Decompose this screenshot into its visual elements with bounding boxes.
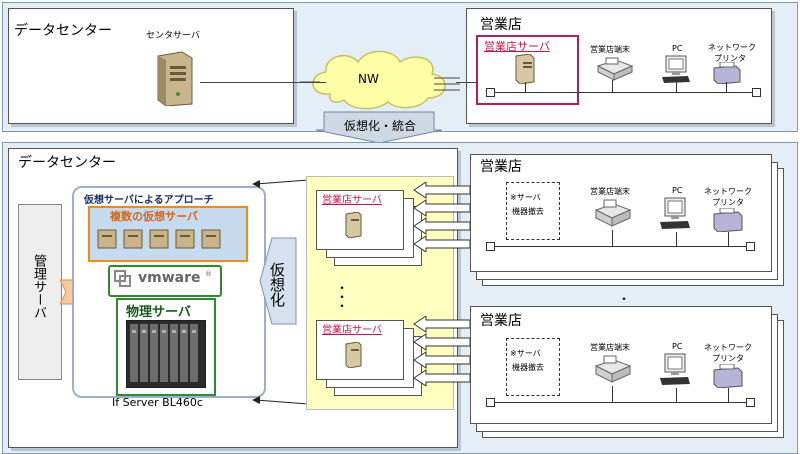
- top-lan-end-right: [752, 88, 761, 97]
- mgmt-server-box: [18, 204, 62, 380]
- branch-server-label: 営業店サーバ: [484, 40, 550, 53]
- branch1-terminal-icon: [594, 199, 632, 227]
- top-lan-end-left: [486, 88, 495, 97]
- connector-arrows: [252, 179, 309, 405]
- top-terminal-label: 営業店端末: [590, 45, 630, 54]
- branch2-lan-drop: [676, 388, 677, 402]
- branch1-removed-box: [506, 182, 560, 240]
- virtual-server-icons: [97, 229, 221, 249]
- transition-label: 仮想化・統合: [344, 119, 417, 133]
- top-lan-drop: [726, 82, 727, 92]
- top-pc-icon: [662, 55, 690, 83]
- center-server-icon: [157, 51, 193, 106]
- branch2-lan-end-left: [486, 398, 495, 407]
- branch2-lan-drop: [612, 386, 613, 402]
- branch1-removed-label-2: 機器撤去: [512, 207, 544, 216]
- top-branch-title: 営業店: [480, 17, 522, 33]
- top-printer-label-1: ネットワーク: [708, 43, 756, 52]
- physical-server-label: 物理サーバ: [126, 305, 191, 320]
- top-pc-label: PC: [672, 44, 683, 53]
- branch2-terminal-label: 営業店端末: [590, 343, 630, 352]
- vm-label-1: 営業店サーバ: [322, 195, 382, 206]
- branch1-lan-drop: [728, 232, 729, 246]
- branch1-printer-icon: [713, 208, 743, 232]
- branch1-printer-label-2: プリンタ: [712, 198, 744, 207]
- branch1-lan-line: [490, 246, 752, 247]
- vm-server-icon-1: [345, 212, 362, 238]
- branch2-pc-label: PC: [672, 342, 683, 351]
- branch1-printer-label-1: ネットワーク: [704, 187, 752, 196]
- branch2-printer-label-1: ネットワーク: [704, 343, 752, 352]
- branch1-lan-end-left: [486, 242, 495, 251]
- branch2-lan-end-right: [746, 398, 755, 407]
- vm-server-icon-2: [345, 342, 362, 368]
- branch1-lan-drop: [676, 232, 677, 246]
- branch2-printer-label-2: プリンタ: [712, 354, 744, 363]
- mgmt-server-label: 管理サーバ: [31, 254, 46, 319]
- branch-arrows-1: [413, 182, 471, 252]
- vm-ellipsis: ・ ・ ・: [336, 281, 349, 313]
- top-datacenter-title: データセンター: [14, 23, 112, 39]
- branch2-terminal-icon: [594, 355, 632, 383]
- branch2-pc-icon: [660, 353, 690, 385]
- branch-server-highlight: [476, 35, 579, 105]
- branch1-lan-drop: [612, 230, 613, 246]
- branch2-removed-label-2: 機器撤去: [512, 363, 544, 372]
- virtualize-arrow: [259, 237, 297, 325]
- branch2-removed-label-1: ※サーバ: [510, 349, 541, 358]
- vmware-box: [108, 265, 222, 297]
- branch1-pc-icon: [660, 197, 690, 229]
- top-lan-drop: [612, 80, 613, 92]
- cloud-label: NW: [358, 72, 379, 86]
- center-to-cloud-line: [200, 82, 326, 83]
- top-printer-label-2: プリンタ: [714, 54, 746, 63]
- bottom-datacenter-title: データセンター: [18, 155, 116, 171]
- virtual-servers-label: 複数の仮想サーバ: [110, 210, 198, 223]
- down-arrow: [315, 111, 443, 144]
- branch2-printer-icon: [713, 364, 743, 388]
- vmware-registered-mark: ®: [205, 270, 212, 278]
- approach-title: 仮想サーバによるアプローチ: [84, 195, 214, 206]
- vmware-label: vmware: [138, 270, 201, 286]
- branch2-title: 営業店: [480, 313, 522, 329]
- branch2-lan-line: [490, 402, 752, 403]
- virtualize-label: 仮想化: [268, 262, 286, 307]
- branch1-lan-end-right: [746, 242, 755, 251]
- top-lan-drop: [676, 82, 677, 92]
- branch-server-icon: [515, 54, 535, 84]
- branch-arrows-2: [413, 316, 471, 386]
- vmware-logo-icon: [114, 270, 131, 287]
- top-datacenter-box: [8, 8, 294, 124]
- branch2-removed-box: [506, 338, 560, 396]
- model-label: If Server BL460c: [112, 396, 203, 409]
- center-server-label: センタサーバ: [146, 31, 200, 41]
- top-printer-icon: [713, 62, 741, 84]
- top-lan-line: [490, 92, 758, 93]
- branch1-removed-label-1: ※サーバ: [510, 193, 541, 202]
- top-lan-drop: [525, 82, 526, 92]
- branch2-lan-drop: [728, 388, 729, 402]
- branch1-title: 営業店: [480, 159, 522, 175]
- network-cloud: [300, 50, 460, 110]
- cloud-to-branch-line: [456, 82, 476, 83]
- branch1-pc-label: PC: [672, 186, 683, 195]
- between-branches-dot: ・: [618, 292, 631, 306]
- branch1-terminal-label: 営業店端末: [590, 187, 630, 196]
- blade-chassis-icon: [126, 320, 206, 388]
- vm-label-2: 営業店サーバ: [322, 325, 382, 336]
- top-terminal-icon: [596, 57, 634, 81]
